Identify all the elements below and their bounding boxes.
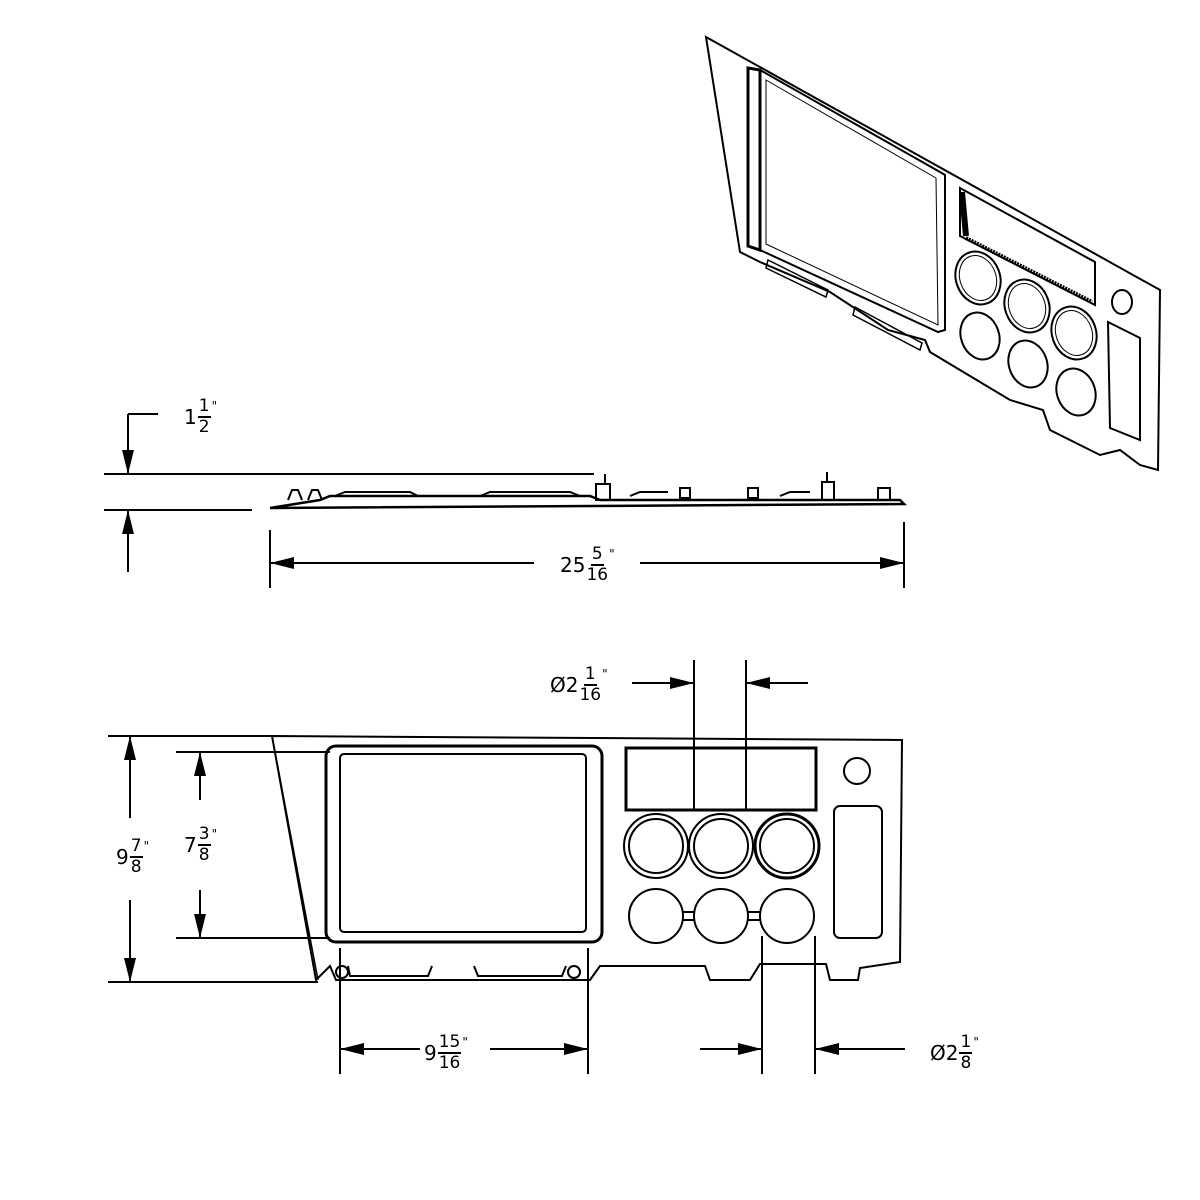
dim-denominator: 8 — [198, 845, 210, 865]
dim-unit: " — [211, 399, 218, 413]
front-view — [108, 660, 905, 1074]
dim-numerator: 1 — [197, 396, 211, 418]
dim-whole: 9 — [116, 845, 129, 869]
dim-denominator: 16 — [438, 1053, 461, 1073]
dim-unit: " — [462, 1035, 468, 1049]
dim-denominator: 8 — [130, 857, 142, 877]
dim-unit: " — [973, 1035, 979, 1049]
side-view — [104, 413, 907, 588]
dim-whole: 2 — [945, 1041, 959, 1065]
dim-fraction: 1 8 — [959, 1032, 973, 1073]
dim-numerator: 3 — [197, 824, 211, 846]
dim-numerator: 1 — [583, 664, 597, 686]
diameter-symbol: Ø — [550, 673, 566, 697]
diameter-symbol: Ø — [930, 1041, 946, 1065]
dim-numerator: 7 — [129, 836, 143, 858]
dim-whole: 2 — [565, 673, 579, 697]
dim-numerator: 1 — [959, 1032, 973, 1054]
dim-whole: 7 — [184, 833, 197, 857]
dim-denominator: 2 — [198, 417, 210, 437]
dim-fraction: 5 16 — [586, 546, 608, 584]
dimension-screen-width: 9 15 16 " — [422, 1034, 470, 1072]
dim-unit: " — [609, 547, 615, 561]
dimension-screen-height: 7 3 8 " — [182, 824, 220, 865]
dim-unit: " — [211, 827, 218, 841]
dimension-thickness: 1 1 2 " — [182, 396, 220, 437]
dim-unit: " — [602, 667, 608, 681]
dim-denominator: 16 — [586, 565, 609, 585]
dim-fraction: 1 2 — [197, 396, 211, 437]
dim-unit: " — [143, 839, 150, 853]
dim-whole: 25 — [560, 553, 586, 577]
dim-whole: 1 — [184, 405, 197, 429]
dim-fraction: 15 16 — [437, 1032, 462, 1073]
dim-denominator: 8 — [960, 1053, 972, 1073]
dimension-gauge-diameter-lower: Ø 2 1 8 " — [928, 1034, 981, 1072]
dimension-gauge-diameter-upper: Ø 2 1 16 " — [548, 666, 610, 704]
dim-fraction: 1 16 — [579, 666, 601, 704]
dim-fraction: 3 8 — [197, 824, 211, 865]
isometric-view — [704, 35, 1162, 472]
dim-denominator: 16 — [579, 685, 602, 705]
dim-numerator: 5 — [590, 544, 604, 566]
dimension-overall-width: 25 5 16 " — [558, 546, 617, 584]
dimension-overall-height: 9 7 8 " — [114, 836, 152, 877]
dim-fraction: 7 8 — [129, 836, 143, 877]
dim-whole: 9 — [424, 1041, 437, 1065]
dim-numerator: 15 — [437, 1032, 462, 1054]
